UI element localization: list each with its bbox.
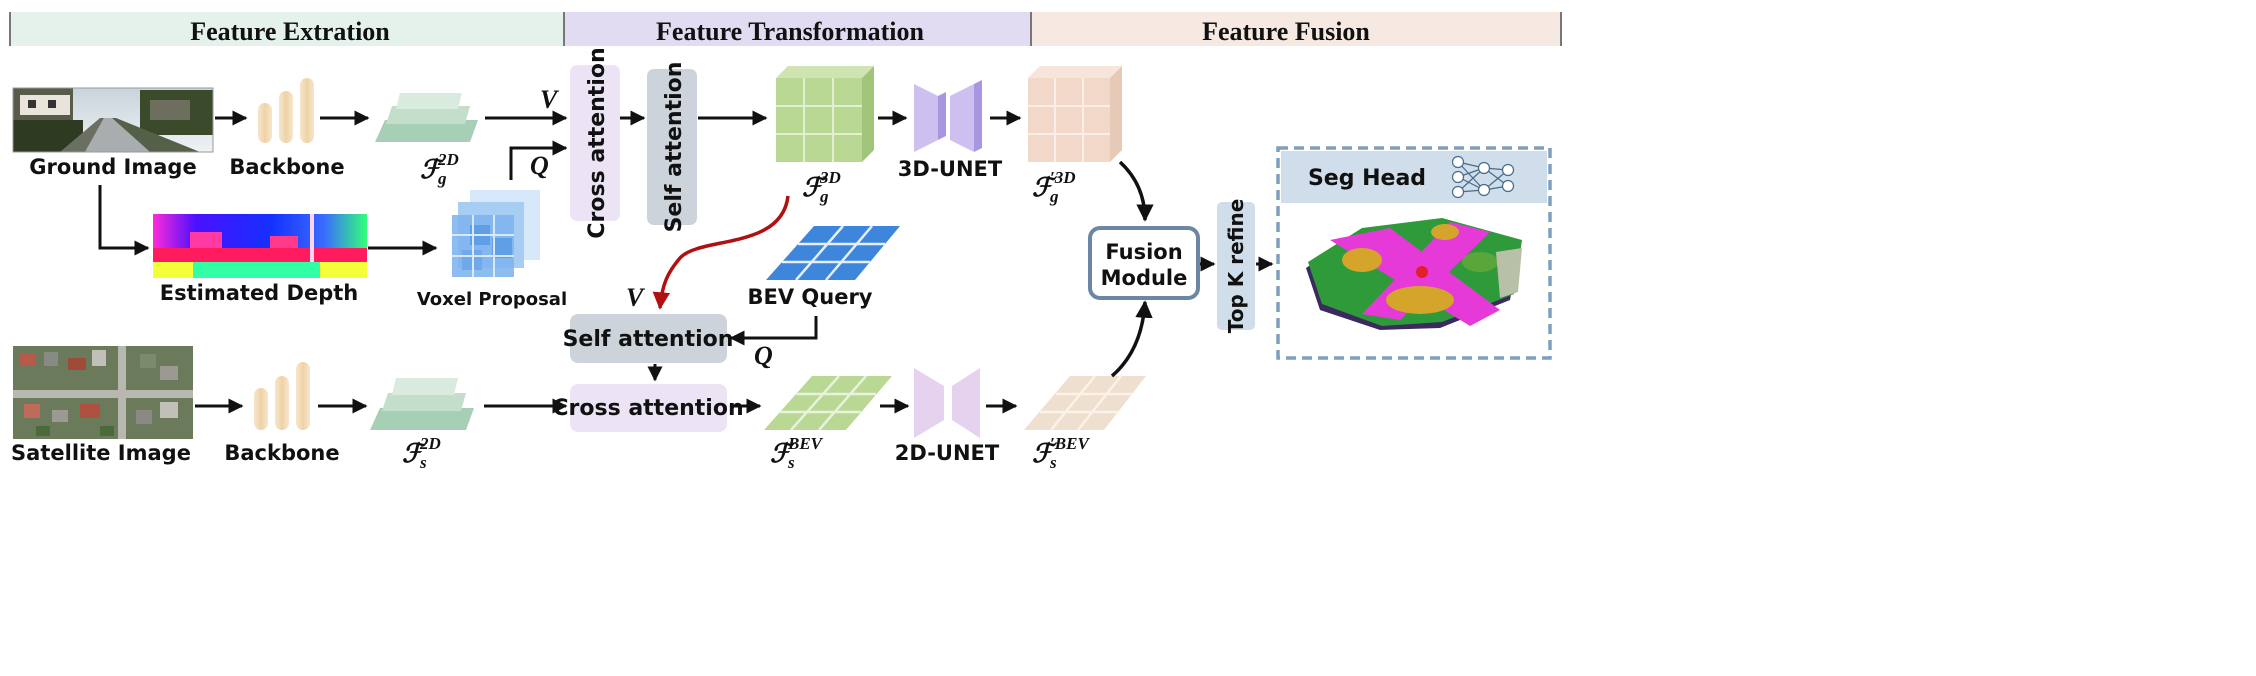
q-label-top: Q (530, 151, 549, 180)
seg-head-panel: Seg Head (1276, 146, 1552, 360)
arrow-ground-to-depth (98, 185, 150, 256)
voxel-proposal-label: Voxel Proposal (417, 289, 567, 310)
unet2d-icon (914, 368, 980, 438)
ground-image (12, 87, 214, 153)
self-attention-top-label: Self attention (662, 62, 687, 233)
feature-satellite-bev-prime-label: ℱ s ′BEV (1032, 434, 1090, 472)
arrow-fg3d-to-self-attention-bottom (652, 195, 790, 310)
unet3d-icon (914, 80, 982, 152)
arrow-bev-query-to-self-attention (729, 316, 818, 346)
estimated-depth-image (153, 214, 367, 278)
unet2d-label: 2D-UNET (895, 441, 1000, 465)
svg-text:2D: 2D (437, 150, 459, 169)
self-attention-bottom-box: Self attention (563, 314, 734, 363)
section-header-extraction: Feature Extration (9, 12, 563, 46)
section-header-transformation: Feature Transformation (563, 12, 1030, 46)
svg-text:′BEV: ′BEV (1050, 434, 1090, 453)
satellite-image (13, 346, 193, 439)
bev-query-label: BEV Query (747, 285, 872, 309)
bev-query-grid (766, 225, 900, 281)
backbone-bottom-icon (254, 362, 310, 430)
satellite-image-label: Satellite Image (11, 441, 191, 465)
svg-text:3D: 3D (819, 168, 841, 187)
backbone-top-label: Backbone (229, 155, 344, 179)
fusion-module-box: Fusion Module (1088, 226, 1200, 300)
top-k-refine-label: Top K refine (1224, 199, 1248, 334)
v-label-top: V (540, 85, 560, 114)
feature-ground-3d-prime-label: ℱ g ′3D (1032, 168, 1076, 206)
arrow-fsbev-prime-to-fusion (1110, 300, 1153, 378)
top-k-refine-box: Top K refine (1217, 199, 1255, 334)
svg-text:′3D: ′3D (1050, 168, 1076, 187)
arrow-fg3d-prime-to-fusion (1118, 160, 1154, 222)
svg-text:g: g (1049, 187, 1059, 206)
estimated-depth-label: Estimated Depth (160, 281, 358, 305)
cross-attention-bottom-label: Cross attention (552, 396, 743, 421)
svg-text:s: s (419, 453, 427, 472)
feature-ground-3d-cube (776, 66, 874, 162)
feature-ground-3d-prime-cube (1028, 66, 1122, 162)
feature-satellite-2d-label: ℱ s 2D (402, 434, 441, 472)
section-title-extraction: Feature Extration (190, 17, 390, 46)
self-attention-top-box: Self attention (647, 62, 697, 233)
svg-text:2D: 2D (419, 434, 441, 453)
self-attention-bottom-label: Self attention (563, 327, 734, 352)
feature-satellite-bev-grid (764, 375, 892, 431)
voxel-proposal-icon (452, 190, 540, 277)
section-title-transformation: Feature Transformation (656, 17, 924, 46)
feature-ground-2d-icon (375, 93, 478, 142)
backbone-bottom-label: Backbone (224, 441, 339, 465)
svg-text:s: s (1049, 453, 1057, 472)
svg-text:g: g (437, 169, 447, 188)
feature-satellite-bev-prime-grid (1024, 375, 1146, 431)
cross-attention-bottom-box: Cross attention (552, 384, 744, 432)
feature-ground-3d-label: ℱ g 3D (802, 168, 841, 206)
unet3d-label: 3D-UNET (898, 157, 1003, 181)
fusion-module-label-line2: Module (1101, 266, 1188, 290)
seg-head-label: Seg Head (1308, 166, 1426, 191)
feature-satellite-2d-icon (370, 378, 474, 430)
segmentation-result-image (1306, 218, 1522, 330)
feature-satellite-bev-label: ℱ s BEV (770, 434, 824, 472)
fusion-module-label-line1: Fusion (1105, 240, 1182, 264)
section-title-fusion: Feature Fusion (1202, 17, 1370, 46)
svg-text:s: s (787, 453, 795, 472)
arrow-voxel-to-cross-attention (509, 140, 568, 180)
svg-text:g: g (819, 187, 829, 206)
cross-attention-top-label: Cross attention (585, 47, 610, 238)
cross-attention-top-box: Cross attention (570, 47, 620, 239)
neural-network-icon (1451, 155, 1515, 199)
ground-image-label: Ground Image (29, 155, 196, 179)
feature-ground-2d-label: ℱ g 2D (420, 150, 459, 188)
svg-text:BEV: BEV (787, 434, 824, 453)
v-label-bottom: V (626, 283, 646, 312)
q-label-bottom: Q (754, 341, 773, 370)
section-header-fusion: Feature Fusion (1030, 12, 1562, 46)
backbone-top-icon (258, 78, 314, 143)
